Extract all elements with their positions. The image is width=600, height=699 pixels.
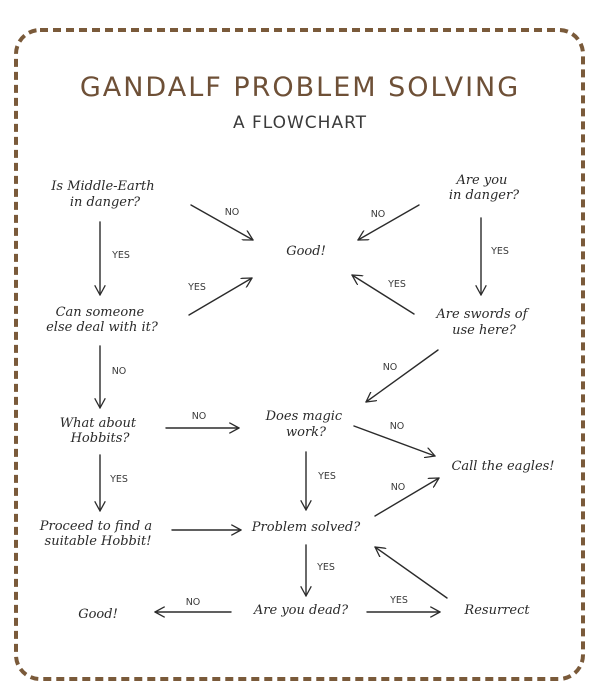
node-problem-solved: Problem solved? [251,520,361,535]
arrow-solved-to-eagles [374,477,440,517]
label-dead-to-resurrect: YES [389,595,408,606]
node-find-hobbit: Proceed to find a suitable Hobbit! [39,519,156,549]
diagram-title: GANDALF PROBLEM SOLVING [80,72,520,103]
label-hobbits-to-magic: NO [192,411,207,422]
diagram-subtitle: A FLOWCHART [233,113,367,133]
label-me-to-good: NO [225,207,240,218]
node-good-top: Good! [286,244,326,259]
label-solved-to-dead: YES [316,562,335,573]
node-middle-earth-danger: Is Middle-Earth in danger? [50,179,159,210]
arrow-you-to-good [357,204,420,241]
label-hobbits-to-find: YES [109,474,128,485]
node-are-you-dead: Are you dead? [253,603,349,618]
label-someone-to-hobbits: NO [112,366,127,377]
label-swords-to-magic: NO [383,362,398,373]
node-hobbits: What about Hobbits? [60,416,140,446]
node-eagles: Call the eagles! [451,459,554,474]
label-solved-to-eagles: NO [391,482,406,493]
arrow-swords-to-good [351,274,415,315]
label-swords-to-good: YES [387,279,406,290]
label-me-to-someone: YES [111,250,130,261]
node-magic: Does magic work? [265,409,347,440]
arrow-resurrect-to-solved [374,546,448,599]
arrow-magic-to-eagles [353,425,436,456]
label-you-to-swords: YES [490,246,509,257]
label-magic-to-eagles: NO [390,421,405,432]
node-resurrect: Resurrect [463,603,530,618]
arrow-swords-to-magic [365,349,439,403]
arrow-someone-to-good [188,277,253,316]
arrow-me-to-good [190,204,254,241]
node-someone-else: Can someone else deal with it? [46,305,159,335]
label-magic-to-solved: YES [317,471,336,482]
label-someone-to-good: YES [187,282,206,293]
node-good-bottom: Good! [78,607,118,622]
label-dead-to-good: NO [186,597,201,608]
node-swords: Are swords of use here? [435,307,531,338]
label-you-to-good: NO [371,209,386,220]
node-you-in-danger: Are you in danger? [449,173,520,203]
